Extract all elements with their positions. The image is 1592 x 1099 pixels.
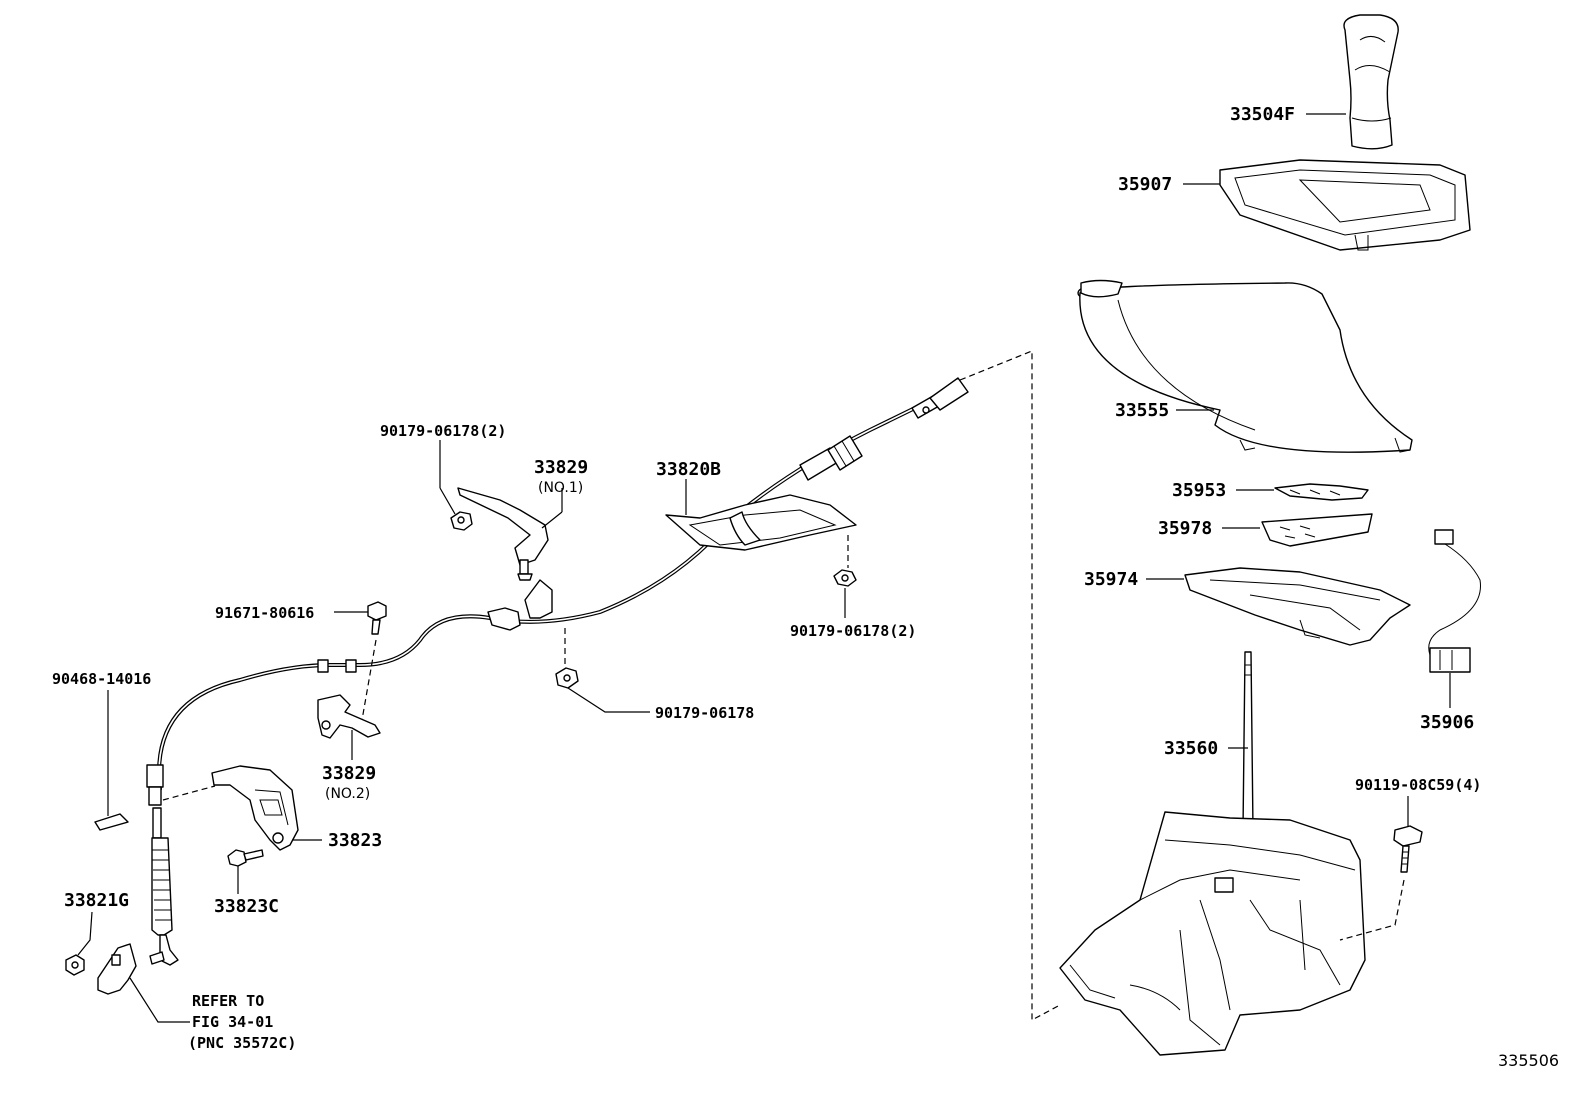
lever-label: 33560: [1164, 738, 1218, 759]
bushing-label: 33821G: [64, 890, 129, 911]
bracket-no1-part: [457, 487, 549, 581]
bracket-no2-part: [317, 694, 381, 739]
bracket-no1-num-label: 33829: [534, 457, 588, 478]
bezel-label: 35907: [1118, 174, 1172, 195]
refer-line2: FIG 34-01: [192, 1013, 273, 1031]
slide-plate-part: [1261, 513, 1373, 547]
nut-right-part: [833, 569, 857, 587]
nut-upper-label: 90179-06178(2): [380, 422, 506, 440]
bolt-33823c-part: [227, 849, 264, 867]
boot-label: 33555: [1115, 400, 1169, 421]
bolt-90119-label: 90119-08C59(4): [1355, 776, 1481, 794]
nut-center-part: [555, 667, 579, 689]
bolt-91671-part: [367, 601, 387, 635]
cable-lower-end-part: [146, 764, 179, 966]
grommet-part: [665, 494, 857, 551]
bushing-part: [65, 954, 85, 976]
refer-line3: (PNC 35572C): [188, 1034, 296, 1052]
bracket-no1-note-label: (NO.1): [538, 480, 583, 496]
bolt-91671-label: 91671-80616: [215, 604, 314, 622]
clip-90468-part: [94, 813, 129, 831]
cable-end-fittings: [799, 377, 969, 481]
shift-boot-part: [1077, 279, 1413, 453]
bracket-no2-note-label: (NO.2): [325, 786, 370, 802]
knob-label: 33504F: [1230, 104, 1295, 125]
nut-upper-part: [450, 511, 473, 531]
refer-line1: REFER TO: [192, 992, 264, 1010]
bolt-90119-part: [1393, 825, 1423, 873]
bracket-no2-num-label: 33829: [322, 763, 376, 784]
cable-clip-part: [487, 579, 553, 631]
cable-joint-part: [317, 659, 357, 673]
indicator-housing-part: [1184, 567, 1411, 646]
shift-lever-part: [1242, 651, 1254, 831]
plate-35974-label: 35974: [1084, 569, 1138, 590]
harness-label: 35906: [1420, 712, 1474, 733]
diagram-id: 335506: [1498, 1051, 1559, 1070]
bracket-33823-part: [211, 765, 299, 851]
shift-knob-part: [1343, 14, 1399, 150]
bolt-33823c-label: 33823C: [214, 896, 279, 917]
grommet-label: 33820B: [656, 459, 721, 480]
nut-center-label: 90179-06178: [655, 704, 754, 722]
bezel-part: [1219, 159, 1471, 251]
bracket-33823-label: 33823: [328, 830, 382, 851]
shift-lever-housing-part: [1059, 811, 1366, 1056]
nut-right-label: 90179-06178(2): [790, 622, 916, 640]
clip-label: 90468-14016: [52, 670, 151, 688]
indicator-plate-part: [1274, 483, 1369, 501]
refer-bracket-part: [97, 943, 137, 995]
plate-35953-label: 35953: [1172, 480, 1226, 501]
wire-harness-part: [1428, 529, 1481, 673]
plate-35978-label: 35978: [1158, 518, 1212, 539]
